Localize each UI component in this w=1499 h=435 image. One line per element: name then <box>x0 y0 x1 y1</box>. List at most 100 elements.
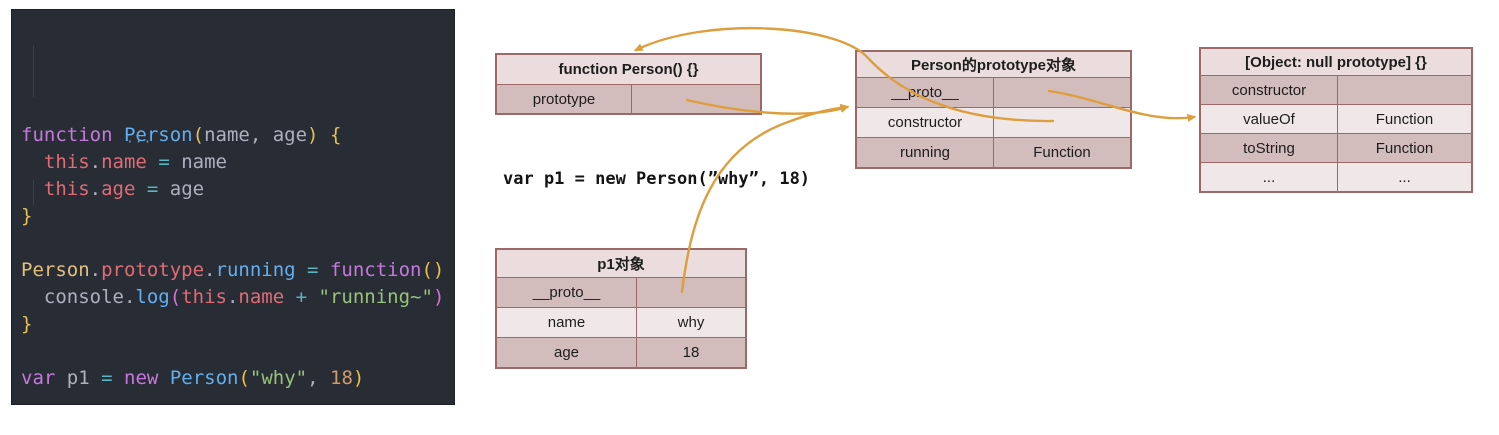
code-token: age <box>101 178 136 200</box>
code-token: name <box>238 286 285 308</box>
code-token: age <box>272 124 308 146</box>
cell-value <box>994 78 1130 107</box>
code-token: ( <box>192 124 205 146</box>
code-token: Person <box>169 367 239 389</box>
cell-value <box>637 278 745 307</box>
code-editor[interactable]: function Person···(name, age) { this.nam… <box>11 9 455 405</box>
cell-key: toString <box>1201 134 1338 162</box>
code-line <box>21 338 454 365</box>
cell-key: constructor <box>1201 76 1338 104</box>
code-token: new <box>124 367 159 389</box>
code-token: Person <box>21 259 90 281</box>
code-line: this.age = age <box>21 176 454 203</box>
code-token: log <box>135 286 170 308</box>
cell-value: Function <box>1375 139 1434 157</box>
code-token <box>158 178 169 200</box>
code-token: ( <box>169 286 182 308</box>
code-token <box>55 367 66 389</box>
code-token <box>158 367 169 389</box>
code-token <box>21 151 44 173</box>
code-token: . <box>204 259 216 281</box>
code-token: name <box>181 151 227 173</box>
annotation-var-p1: var p1 = new Person(”why”, 18) <box>503 169 811 189</box>
code-token: ( <box>238 367 250 389</box>
cell-key: age <box>497 338 637 367</box>
table-row: __proto__ <box>497 277 745 307</box>
code-token: Person··· <box>123 124 193 150</box>
hint-dots: ··· <box>125 135 153 150</box>
code-token: ) <box>432 286 445 308</box>
code-token <box>90 367 101 389</box>
code-token <box>444 259 454 281</box>
code-token: age <box>169 178 205 200</box>
code-token: } <box>21 313 33 335</box>
code-token <box>113 124 124 146</box>
code-token <box>307 286 318 308</box>
code-line: var p1 = new Person("why", 18) <box>21 365 454 392</box>
code-line: } <box>21 203 454 230</box>
table-row: running Function <box>857 137 1130 167</box>
code-token: . <box>89 259 102 281</box>
table-row: age 18 <box>497 337 745 367</box>
cell-value: ... <box>1398 168 1411 186</box>
cell-key: name <box>497 308 637 337</box>
code-token <box>319 124 330 146</box>
code-token: console <box>43 286 124 308</box>
code-token <box>318 259 329 281</box>
code-token: this <box>43 151 90 173</box>
cell-value <box>994 108 1130 137</box>
code-token: . <box>89 151 102 173</box>
table-function-person: function Person() {}prototype <box>495 53 762 115</box>
code-token <box>135 178 146 200</box>
code-token <box>296 259 307 281</box>
cell-key: constructor <box>857 108 994 137</box>
code-token <box>113 367 124 389</box>
code-token: + <box>295 286 308 308</box>
code-line: console.log(this.name + "running~") <box>21 284 454 311</box>
code-token: . <box>226 286 239 308</box>
code-token: , <box>249 124 273 146</box>
cell-value <box>1338 76 1471 104</box>
code-token: ) <box>432 259 445 281</box>
cell-value: Function <box>1033 144 1091 161</box>
code-token: running <box>215 259 296 281</box>
cell-key: __proto__ <box>857 78 994 107</box>
code-token: "running~" <box>318 286 433 308</box>
code-token: = <box>146 178 159 200</box>
table-row: constructor <box>857 107 1130 137</box>
code-token: name <box>101 151 147 173</box>
table-row: name why <box>497 307 745 337</box>
code-token: . <box>123 286 136 308</box>
indent-guide <box>33 45 34 97</box>
code-token: this <box>43 178 90 200</box>
code-token: . <box>89 178 102 200</box>
cell-value: why <box>677 314 705 331</box>
code-token: p1 <box>66 367 90 389</box>
code-token: ( <box>421 259 433 281</box>
cell-key: __proto__ <box>497 278 637 307</box>
code-token <box>21 178 44 200</box>
code-line: function Person···(name, age) { <box>21 122 454 149</box>
cell-value: Function <box>1375 110 1434 128</box>
code-token <box>21 286 44 308</box>
code-line <box>21 230 454 257</box>
table-row: toString Function <box>1201 133 1471 162</box>
code-token: = <box>158 151 170 173</box>
code-token: ) <box>307 124 319 146</box>
table-row: ...... <box>1201 162 1471 191</box>
code-token: var <box>21 367 56 389</box>
code-token: } <box>21 205 33 227</box>
cell-key: running <box>857 138 994 167</box>
indent-guide <box>33 180 34 205</box>
cell-value: 18 <box>682 344 700 361</box>
code-token: "why" <box>249 367 308 389</box>
code-token <box>170 151 181 173</box>
table-row: constructor <box>1201 75 1471 104</box>
cell-key: prototype <box>497 85 632 113</box>
code-line: this.name = name <box>21 149 454 176</box>
p1-object-title: p1对象 <box>497 250 745 277</box>
